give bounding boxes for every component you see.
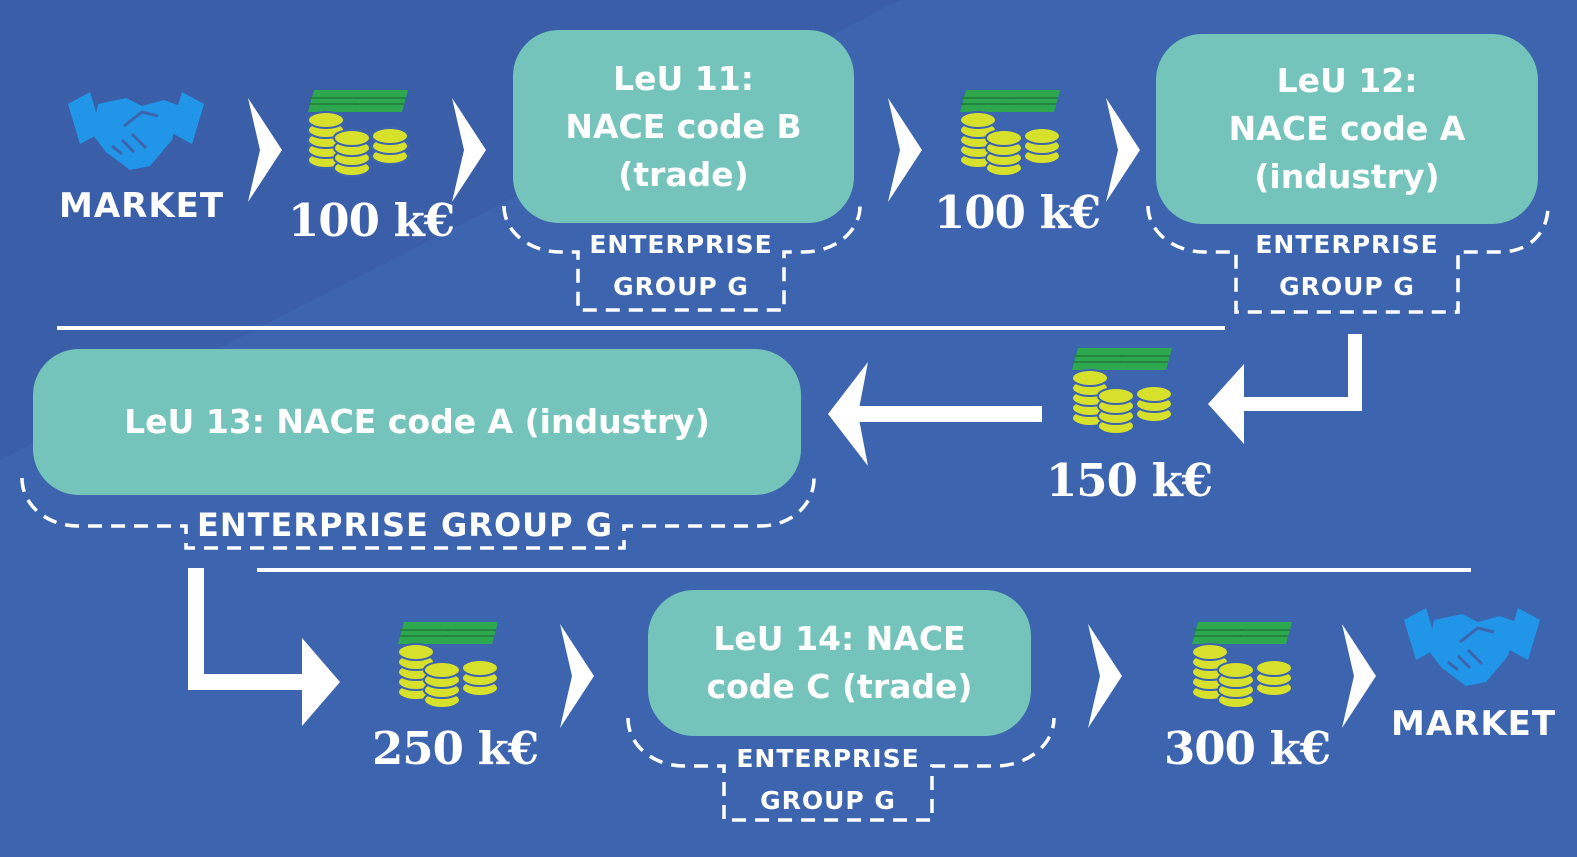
leu-12-label: LeU 12: NACE code A (industry) xyxy=(1228,61,1466,196)
leu-11-label: LeU 11: NACE code B (trade) xyxy=(565,58,802,194)
chevron-right-icon xyxy=(452,98,486,202)
chevron-right-icon xyxy=(1342,624,1376,728)
leu-14-label: LeU 14: NACE code C (trade) xyxy=(706,619,973,706)
leu-14-box: LeU 14: NACE code C (trade) xyxy=(648,590,1031,736)
money-icon xyxy=(959,90,1061,177)
money-icon xyxy=(307,90,409,177)
enterprise-group-label: ENTERPRISE GROUP G xyxy=(736,744,920,815)
handshake-icon xyxy=(1404,608,1540,686)
chevron-right-icon xyxy=(1088,624,1122,728)
divider-bottom xyxy=(257,568,1471,572)
chevron-right-icon xyxy=(248,98,282,202)
amount-label: 150 k€ xyxy=(1046,454,1213,507)
enterprise-group-label: ENTERPRISE GROUP G xyxy=(1255,230,1439,301)
leu-13-box: LeU 13: NACE code A (industry) xyxy=(33,349,801,495)
leu-13-label: LeU 13: NACE code A (industry) xyxy=(124,402,710,441)
money-icon xyxy=(1071,348,1173,435)
leu-11-box: LeU 11: NACE code B (trade) xyxy=(513,30,854,223)
money-icon xyxy=(397,622,499,709)
money-icon xyxy=(1191,622,1293,709)
chevron-right-icon xyxy=(1106,98,1140,202)
chevron-right-icon xyxy=(560,624,594,728)
elbow-arrow-icon xyxy=(188,568,340,726)
arrow-left-icon xyxy=(828,362,1042,466)
handshake-icon xyxy=(68,92,204,170)
elbow-arrow-icon xyxy=(1208,334,1362,444)
leu-12-box: LeU 12: NACE code A (industry) xyxy=(1156,34,1538,224)
amount-label: 250 k€ xyxy=(372,722,539,775)
market-label-start: MARKET xyxy=(59,186,225,226)
amount-label: 100 k€ xyxy=(288,194,455,247)
enterprise-group-label: ENTERPRISE GROUP G xyxy=(589,230,773,301)
chevron-right-icon xyxy=(888,98,922,202)
amount-label: 100 k€ xyxy=(934,186,1101,239)
divider-top xyxy=(57,326,1225,330)
market-label-end: MARKET xyxy=(1391,704,1557,744)
enterprise-group-label: ENTERPRISE GROUP G xyxy=(197,506,613,544)
amount-label: 300 k€ xyxy=(1164,722,1331,775)
